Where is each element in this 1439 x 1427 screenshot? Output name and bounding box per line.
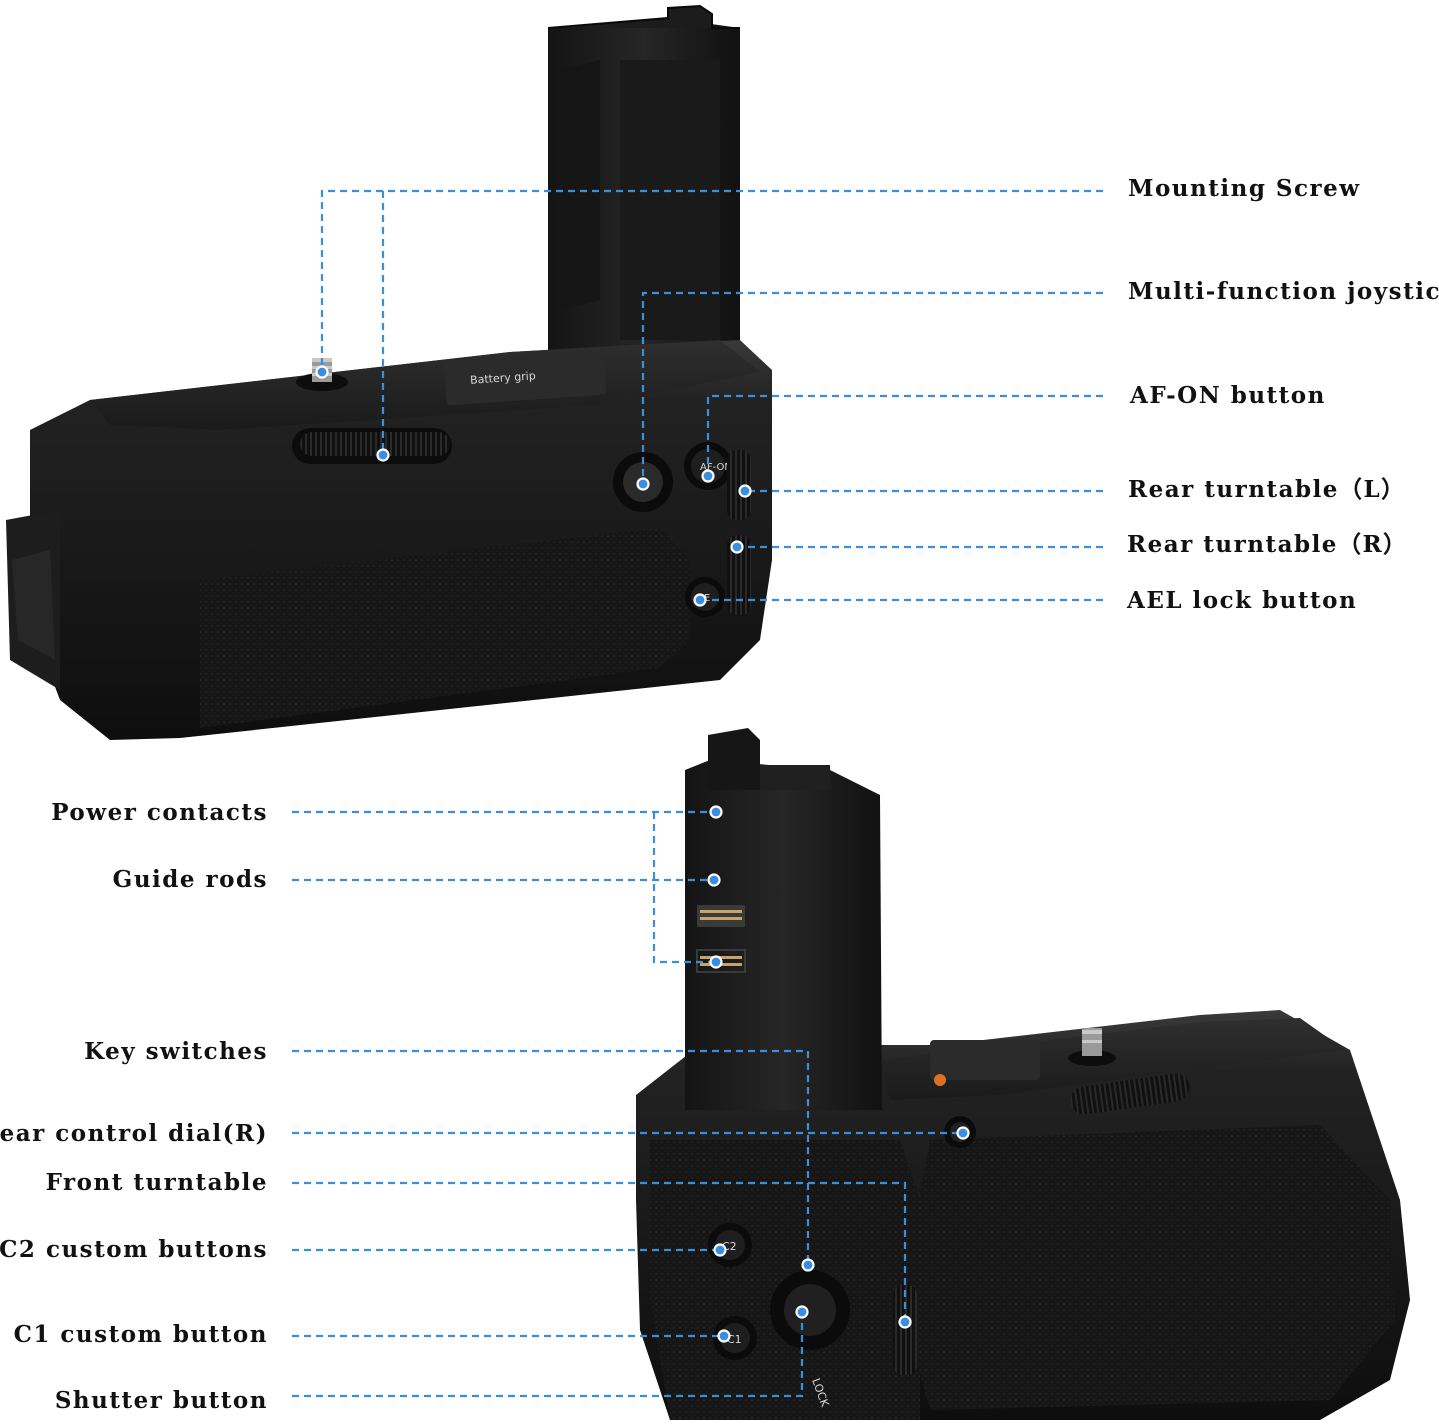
label-guide-rods: Guide rods: [112, 866, 268, 893]
brand-print: Battery grip: [470, 369, 537, 387]
label-mounting-screw: Mounting Screw: [1128, 175, 1361, 202]
dot-c2: [713, 1243, 727, 1257]
label-shutter-button: Shutter button: [54, 1387, 268, 1414]
dot-af-on: [701, 469, 715, 483]
dot-rear-control-dial: [956, 1126, 970, 1140]
dot-rear-turntable-l: [738, 484, 752, 498]
label-rear-turntable-l: Rear turntable（L）: [1128, 476, 1406, 503]
dot-c1: [717, 1329, 731, 1343]
dot-mounting-screw-a: [315, 365, 329, 379]
label-front-turntable: Front turntable: [45, 1169, 268, 1196]
c1-print: C1: [727, 1333, 742, 1346]
dot-power-contacts-a: [709, 805, 723, 819]
af-on-print: AF-ON: [700, 462, 732, 473]
dot-power-contacts-b: [709, 955, 723, 969]
dot-joystick: [636, 477, 650, 491]
callout-dots: [315, 365, 970, 1343]
grip-front-view: C2 C1 LOCK: [636, 728, 1410, 1420]
label-c2-custom-buttons: C2 custom buttons: [0, 1236, 268, 1263]
label-multi-function-joystick: Multi-function joystick: [1128, 278, 1439, 305]
dot-front-turntable: [898, 1315, 912, 1329]
dot-mounting-screw-b: [376, 448, 390, 462]
grip-top-view: Battery grip AF-ON AE: [6, 4, 772, 740]
dot-shutter: [795, 1305, 809, 1319]
callout-leaders: [292, 189, 1103, 1398]
label-c1-custom-button: C1 custom button: [13, 1321, 268, 1348]
dot-rear-turntable-r: [730, 540, 744, 554]
label-ael-lock-button: AEL lock button: [1127, 587, 1358, 614]
label-af-on-button: AF-ON button: [1130, 382, 1326, 409]
dot-key-switches: [801, 1258, 815, 1272]
label-rear-control-dial-r: Rear control dial(R): [0, 1120, 268, 1147]
label-rear-turntable-r: Rear turntable（R）: [1127, 531, 1408, 558]
label-power-contacts: Power contacts: [51, 799, 268, 826]
label-key-switches: Key switches: [84, 1038, 268, 1065]
dot-guide-rods: [707, 873, 721, 887]
dot-ael: [693, 593, 707, 607]
